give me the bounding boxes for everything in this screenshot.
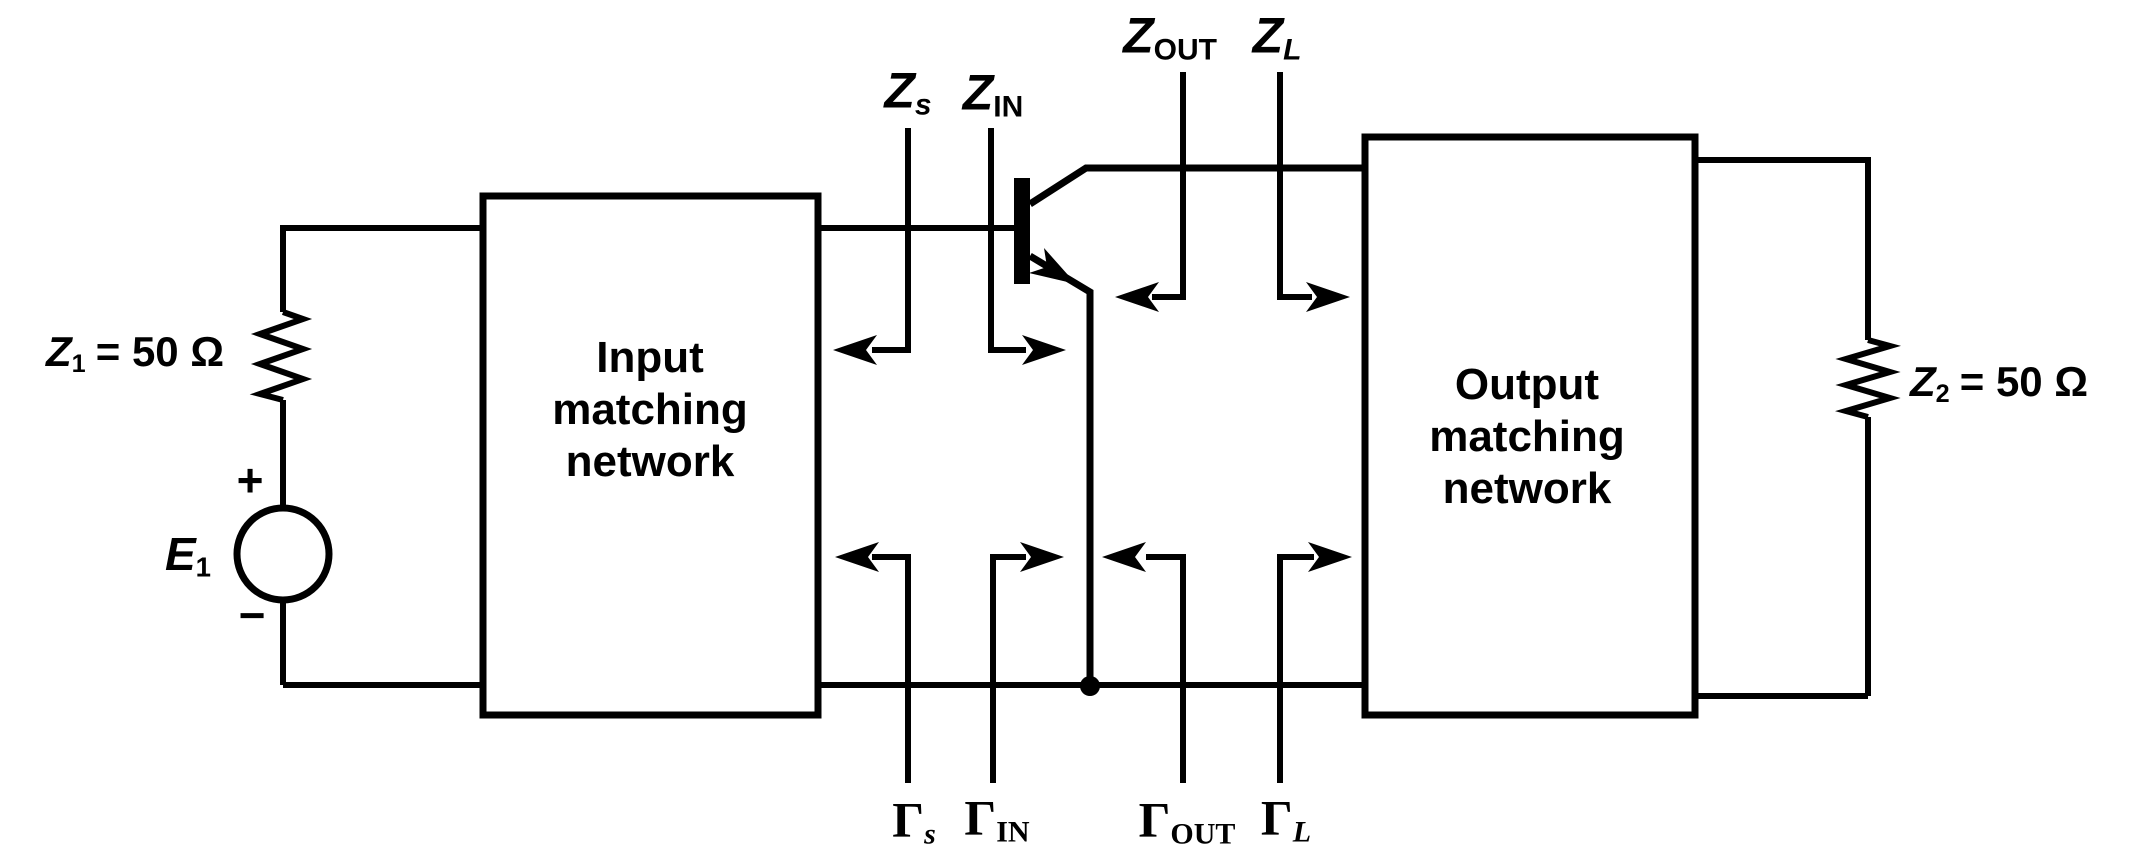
gamma-out-indicator	[1102, 542, 1186, 783]
zs-left-arrow-icon	[833, 335, 877, 365]
input-label-line1: Input	[596, 333, 704, 382]
z2-label: Z2 = 50 Ω	[1910, 357, 2089, 408]
gamma-s-subscript: s	[924, 817, 936, 851]
zin-label: ZIN	[963, 67, 1024, 122]
z2-variable: Z	[1910, 357, 1936, 405]
emitter-arrowhead	[1029, 248, 1076, 284]
z1-value: = 50 Ω	[95, 327, 225, 375]
zs-variable: Z	[884, 62, 915, 119]
emitter-wire	[1028, 252, 1094, 685]
gamma-l-label: ΓL	[1261, 792, 1311, 847]
gamma-s-variable: Γ	[892, 791, 925, 848]
e1-label: E1	[165, 531, 211, 581]
gamma-out-line	[1146, 554, 1186, 783]
zs-subscript: s	[914, 88, 932, 122]
resistor-z1	[249, 309, 313, 403]
collector-wire	[1028, 164, 1365, 207]
z1-label: Z1 = 50 Ω	[45, 327, 225, 378]
gamma-l-variable: Γ	[1260, 789, 1293, 846]
e1-subscript: 1	[195, 551, 212, 583]
gamma-in-indicator	[990, 542, 1064, 783]
zl-variable: Z	[1252, 7, 1284, 64]
z2-value: = 50 Ω	[1959, 357, 2089, 405]
zin-variable: Z	[962, 64, 994, 121]
zin-line	[988, 128, 1026, 353]
gamma-s-label: Γs	[892, 794, 936, 849]
zs-line	[872, 128, 911, 353]
transistor-base-bar	[1014, 178, 1030, 284]
zl-line	[1277, 72, 1312, 300]
gamma-in-label: ΓIN	[964, 792, 1029, 847]
input-label-line3: network	[565, 437, 735, 486]
source-loop	[233, 225, 483, 688]
gamma-out-left-arrow-icon	[1102, 542, 1146, 572]
zin-subscript: IN	[993, 90, 1024, 124]
output-matching-network-box	[1361, 133, 1699, 719]
minus-sign: −	[238, 589, 266, 641]
zout-variable: Z	[1123, 7, 1154, 64]
gamma-l-line	[1277, 554, 1314, 783]
zl-subscript: L	[1283, 33, 1302, 67]
zin-right-arrow-icon	[1022, 335, 1066, 365]
e1-variable: E	[164, 527, 196, 580]
gamma-in-subscript: IN	[996, 815, 1030, 849]
resistor-z2	[1835, 337, 1901, 420]
zout-subscript: OUT	[1153, 33, 1217, 67]
output-matching-network-label: Output matching network	[1429, 359, 1625, 515]
gamma-s-indicator	[835, 542, 911, 783]
z2-subscript: 2	[1935, 379, 1950, 408]
voltage-source-e1	[233, 504, 333, 604]
zin-indicator	[988, 128, 1066, 365]
zs-label: Zs	[884, 65, 931, 120]
gamma-l-subscript: L	[1292, 815, 1312, 849]
gamma-l-right-arrow-icon	[1308, 542, 1352, 572]
input-matching-network-label: Input matching network	[552, 332, 748, 488]
gamma-out-variable: Γ	[1138, 791, 1171, 848]
input-matching-network-box	[479, 192, 822, 719]
zl-label: ZL	[1253, 10, 1302, 65]
zout-left-arrow-icon	[1115, 282, 1159, 312]
z1-subscript: 1	[71, 349, 86, 378]
gamma-l-indicator	[1277, 542, 1352, 783]
z1-variable: Z	[45, 327, 72, 375]
input-label-line2: matching	[552, 385, 748, 434]
gamma-out-subscript: OUT	[1170, 817, 1236, 851]
output-label-line3: network	[1442, 464, 1612, 513]
zl-right-arrow-icon	[1306, 282, 1350, 312]
output-label-line1: Output	[1454, 360, 1600, 409]
gamma-s-line	[872, 554, 911, 783]
load-loop	[1695, 157, 1901, 699]
gamma-out-label: ΓOUT	[1139, 794, 1236, 849]
gamma-in-variable: Γ	[964, 789, 997, 846]
output-label-line2: matching	[1429, 412, 1625, 461]
zs-indicator	[833, 128, 911, 365]
zout-line	[1152, 72, 1186, 300]
gamma-s-left-arrow-icon	[835, 542, 879, 572]
gamma-in-right-arrow-icon	[1020, 542, 1064, 572]
plus-sign: +	[236, 454, 264, 506]
zout-label: ZOUT	[1123, 10, 1217, 65]
transistor	[818, 164, 1365, 696]
gamma-in-line	[990, 554, 1026, 783]
zl-indicator	[1277, 72, 1350, 312]
zout-indicator	[1115, 72, 1186, 312]
